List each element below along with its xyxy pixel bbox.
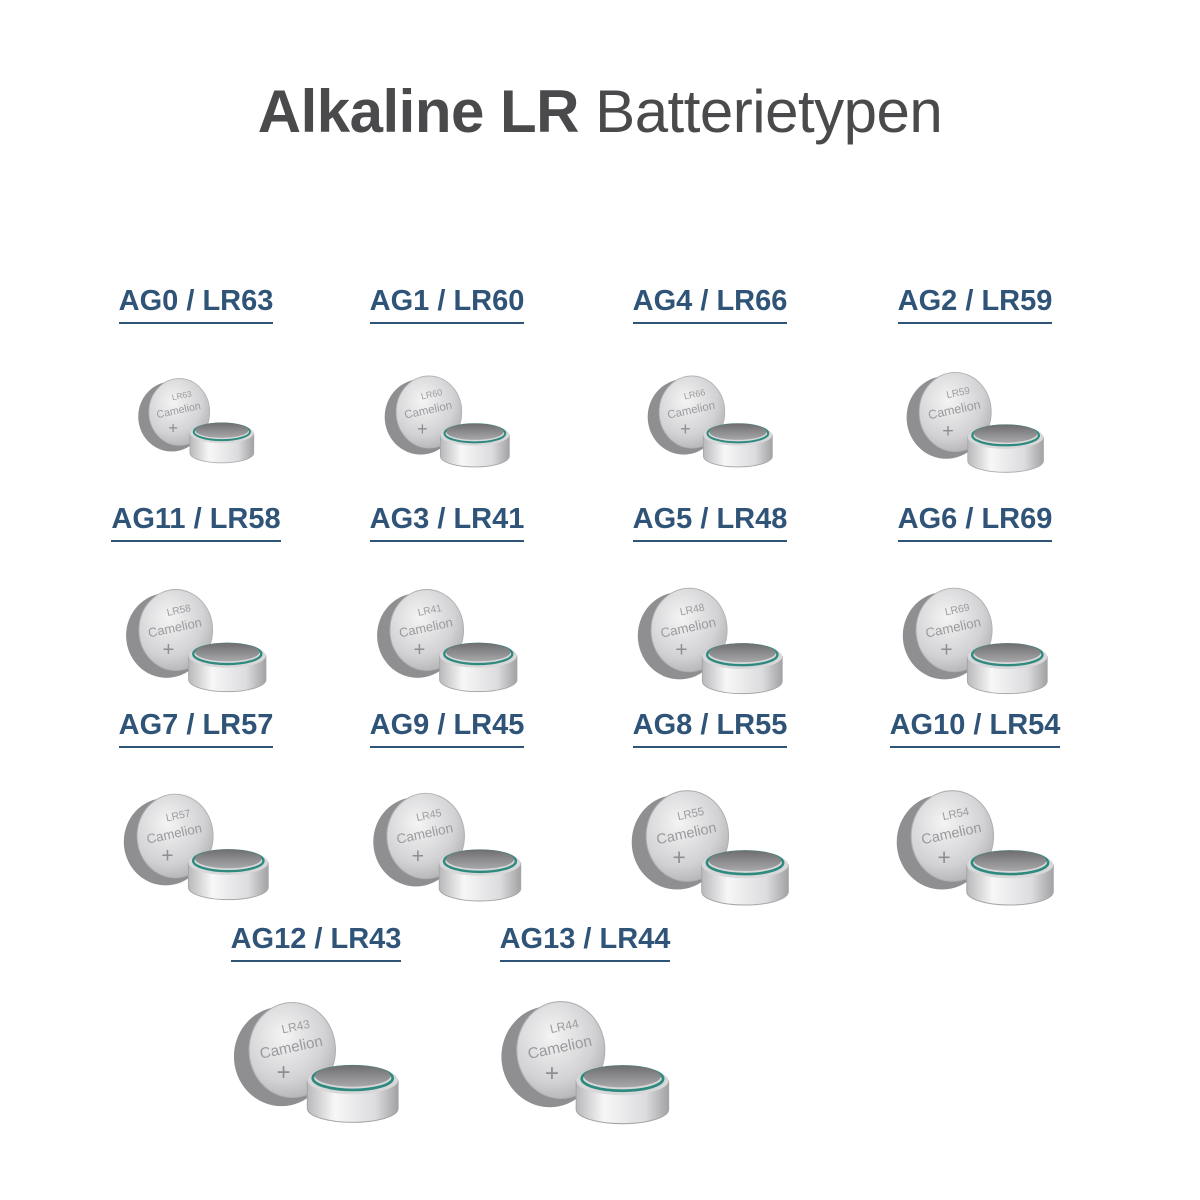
battery-label: AG13 / LR44	[499, 923, 671, 955]
page-title-bold: Alkaline LR	[257, 78, 580, 145]
plus-icon: +	[161, 845, 173, 868]
plus-icon: +	[675, 639, 687, 662]
battery-label: AG4 / LR66	[632, 285, 788, 317]
battery-label: AG12 / LR43	[230, 923, 402, 955]
battery-label: AG9 / LR45	[369, 709, 525, 741]
battery-label-underline	[369, 746, 525, 748]
battery-label: AG3 / LR41	[369, 503, 525, 535]
battery-imprint: LR59	[946, 385, 972, 401]
battery-label: AG8 / LR55	[632, 709, 788, 741]
battery-label: AG7 / LR57	[118, 709, 274, 741]
battery-label: AG6 / LR69	[897, 503, 1053, 535]
battery-imprint: LR44	[549, 1016, 580, 1036]
battery-imprint: LR55	[676, 806, 705, 823]
plus-icon: +	[940, 639, 952, 662]
battery-label-underline	[499, 960, 671, 962]
plus-icon: +	[937, 844, 950, 870]
battery-label-underline	[897, 322, 1053, 324]
plus-icon: +	[545, 1060, 559, 1087]
plus-icon: +	[412, 844, 424, 868]
battery-imprint: LR54	[941, 806, 970, 823]
battery-label: AG1 / LR60	[369, 285, 525, 317]
page-title-light: Batterietypen	[595, 78, 943, 145]
plus-icon: +	[942, 420, 954, 442]
battery-label-underline	[118, 322, 274, 324]
battery-label-underline	[897, 540, 1053, 542]
battery-label-underline	[230, 960, 402, 962]
battery-imprint: LR43	[280, 1017, 311, 1037]
battery-label-underline	[111, 540, 281, 542]
battery-imprint: LR58	[166, 603, 192, 619]
plus-icon: +	[672, 844, 685, 870]
battery-label-underline	[632, 540, 788, 542]
battery-label-underline	[632, 322, 788, 324]
battery-imprint: LR48	[679, 602, 706, 618]
battery-imprint: LR41	[417, 603, 443, 619]
battery-label-underline	[118, 746, 274, 748]
battery-label-underline	[369, 322, 525, 324]
battery-label-underline	[889, 746, 1061, 748]
plus-icon: +	[680, 419, 691, 439]
plus-icon: +	[417, 419, 428, 439]
page-title: Alkaline LR Batterietypen	[0, 76, 1200, 148]
battery-imprint: LR69	[944, 602, 971, 618]
battery-imprint: LR60	[420, 387, 443, 401]
battery-label-underline	[632, 746, 788, 748]
battery-label: AG5 / LR48	[632, 503, 788, 535]
plus-icon: +	[168, 418, 178, 437]
battery-label: AG0 / LR63	[118, 285, 274, 317]
battery-label: AG2 / LR59	[897, 285, 1053, 317]
plus-icon: +	[162, 639, 174, 661]
battery-label: AG11 / LR58	[111, 503, 281, 535]
plus-icon: +	[413, 639, 425, 661]
battery-imprint: LR63	[171, 388, 193, 402]
battery-imprint: LR57	[165, 808, 192, 824]
battery-imprint: LR66	[683, 387, 706, 401]
battery-label-underline	[369, 540, 525, 542]
plus-icon: +	[277, 1059, 291, 1086]
battery-label: AG10 / LR54	[889, 709, 1061, 741]
battery-imprint: LR45	[415, 807, 442, 824]
